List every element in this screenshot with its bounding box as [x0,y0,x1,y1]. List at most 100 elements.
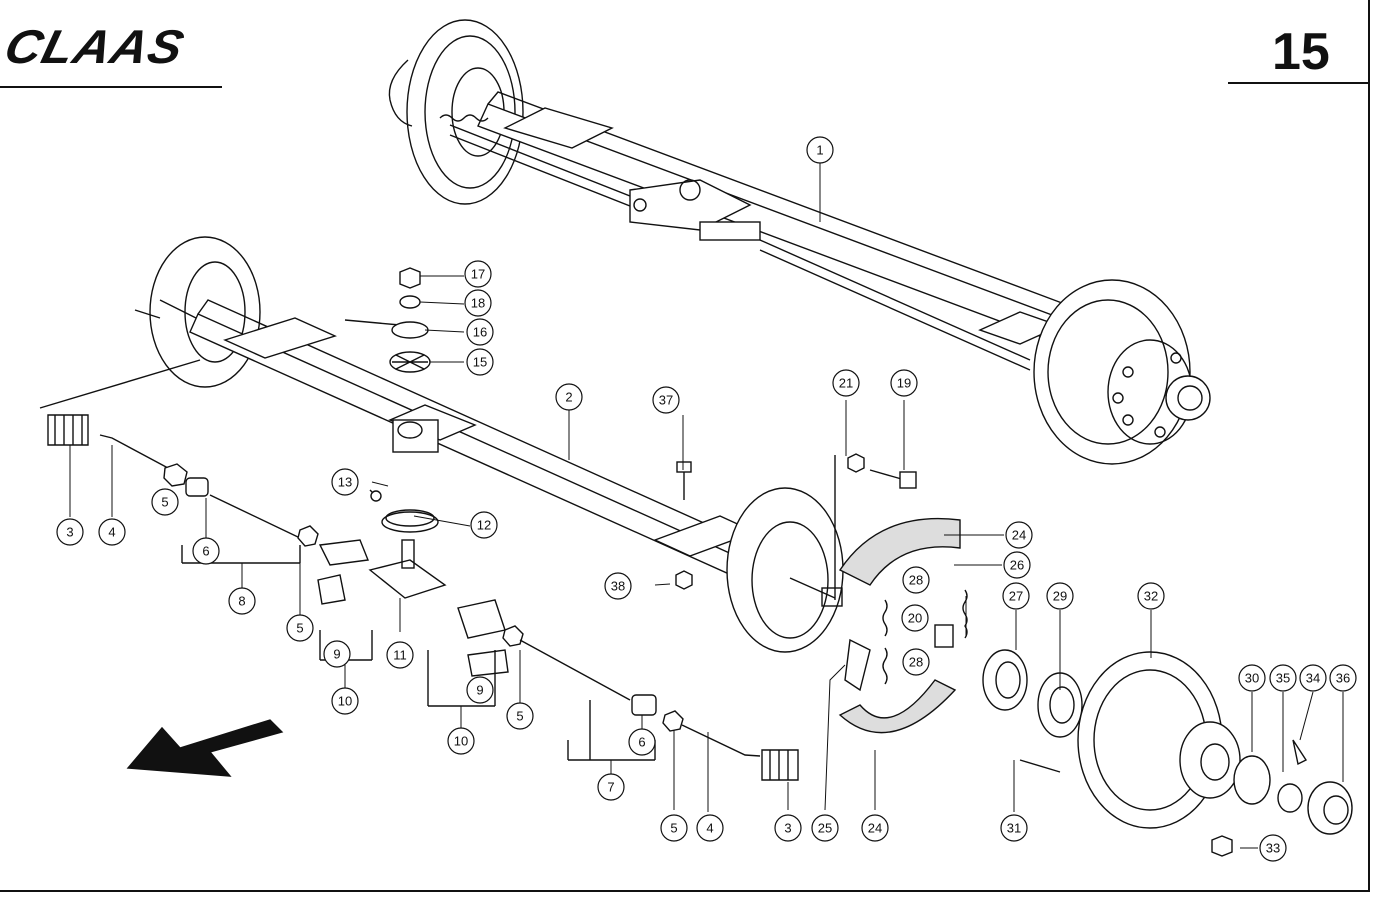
header-rule-right [1228,82,1368,84]
callout-label: 7 [607,780,614,795]
callout-circle [466,348,494,376]
brake-shoes [834,455,968,734]
callout-label: 3 [66,525,73,540]
callout-c13: 13 [331,468,359,496]
callout-label: 11 [393,648,407,663]
callout-label: 13 [338,475,352,490]
callout-circle [806,136,834,164]
callout-c15: 15 [466,348,494,376]
callout-c24a: 24 [1005,521,1033,549]
callout-label: 28 [909,573,923,588]
callout-label: 21 [839,376,853,391]
callout-c12: 12 [470,511,498,539]
callout-c37: 37 [652,386,680,414]
callout-c28b: 28 [902,648,930,676]
callout-circle [1329,664,1357,692]
callout-label: 9 [333,647,340,662]
callout-circle [470,511,498,539]
callout-c5d: 5 [660,814,688,842]
callout-c10b: 10 [447,727,475,755]
callout-circle [696,814,724,842]
callout-c9b: 9 [466,676,494,704]
callout-label: 33 [1266,841,1280,856]
callout-c4b: 4 [696,814,724,842]
callout-label: 35 [1276,671,1290,686]
callout-c17: 17 [464,260,492,288]
callout-label: 29 [1053,589,1067,604]
small-hardware [369,453,917,590]
callout-circle [466,318,494,346]
callout-c6b: 6 [628,728,656,756]
callout-label: 6 [638,735,645,750]
callout-label: 8 [238,594,245,609]
callout-circle [832,369,860,397]
callout-c38: 38 [604,572,632,600]
callout-circle [902,648,930,676]
callout-c11: 11 [386,641,414,669]
header-rule-left [0,86,222,88]
callout-label: 31 [1007,821,1021,836]
callout-c18: 18 [464,289,492,317]
callout-circle [331,687,359,715]
callout-circle [151,488,179,516]
callout-circle [604,572,632,600]
callout-label: 5 [161,495,168,510]
callout-circle [192,537,220,565]
callout-c34: 34 [1299,664,1327,692]
callout-label: 38 [611,579,625,594]
callout-c10a: 10 [331,687,359,715]
callout-circle [811,814,839,842]
callout-circle [1002,582,1030,610]
callout-circle [1137,582,1165,610]
callout-label: 30 [1245,671,1259,686]
callout-label: 2 [565,390,572,405]
callout-c16: 16 [466,318,494,346]
callout-label: 37 [659,393,673,408]
callout-circle [1005,521,1033,549]
callout-label: 27 [1009,589,1023,604]
callout-c32: 32 [1137,582,1165,610]
callout-circle [1046,582,1074,610]
callout-c2: 2 [555,383,583,411]
frame-right-edge [1368,0,1370,892]
callout-circle [555,383,583,411]
callout-circle [890,369,918,397]
callout-label: 6 [202,544,209,559]
callout-circle [774,814,802,842]
callout-circle [861,814,889,842]
callout-c35: 35 [1269,664,1297,692]
callout-c29: 29 [1046,582,1074,610]
callout-circle [466,676,494,704]
callout-circle [1269,664,1297,692]
callout-c21: 21 [832,369,860,397]
callout-circle [286,614,314,642]
callout-circle [597,773,625,801]
callout-circle [447,727,475,755]
callout-circle [902,566,930,594]
callout-c8: 8 [228,587,256,615]
hub-drum [982,649,1353,857]
callout-c36: 36 [1329,664,1357,692]
callout-label: 25 [818,821,832,836]
callout-c25: 25 [811,814,839,842]
callout-circle [56,518,84,546]
left-cable-set [47,414,447,661]
page-number: 15 [1272,23,1330,81]
callout-c5b: 5 [286,614,314,642]
callout-circle [628,728,656,756]
callout-c9a: 9 [323,640,351,668]
callout-c1: 1 [806,136,834,164]
callout-circle [901,604,929,632]
callout-label: 5 [516,709,523,724]
callout-circle [1259,834,1287,862]
callout-circle [98,518,126,546]
callout-label: 16 [473,325,487,340]
callout-label: 32 [1144,589,1158,604]
callout-label: 10 [338,694,352,709]
callout-label: 20 [908,611,922,626]
callout-c3b: 3 [774,814,802,842]
callout-circle [506,702,534,730]
callout-label: 9 [476,683,483,698]
callout-circle [1000,814,1028,842]
